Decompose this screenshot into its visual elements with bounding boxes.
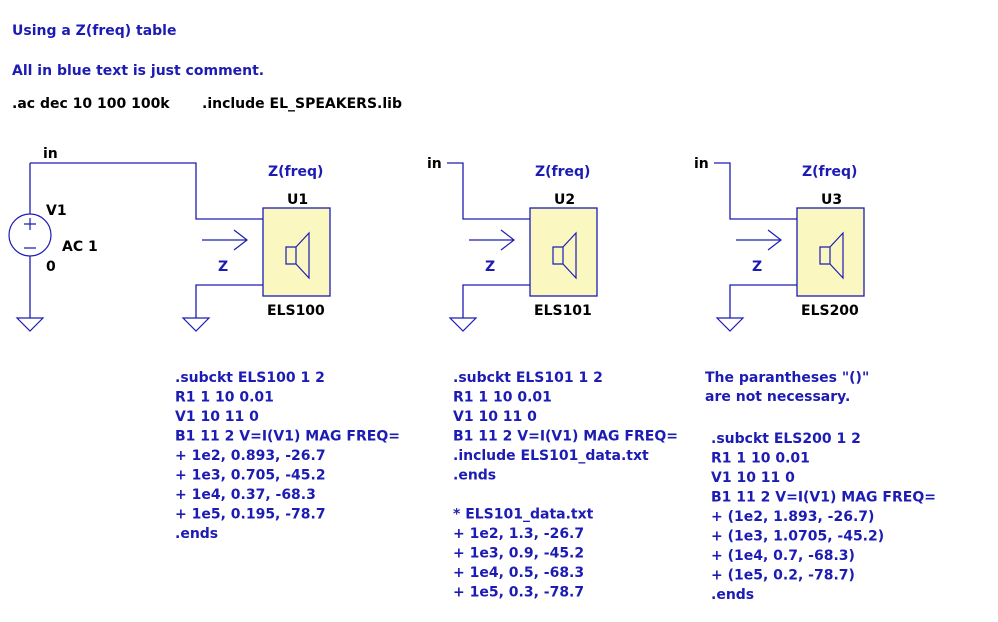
ground-icon — [715, 317, 745, 332]
netlist-line: + 1e2, 1.3, -26.7 — [453, 526, 584, 542]
plus-minus-icon — [24, 218, 36, 249]
netlist-line: R1 1 10 0.01 — [711, 451, 810, 467]
netlist-line: + 1e5, 0.3, -78.7 — [453, 585, 584, 601]
netlist-line: + 1e5, 0.195, -78.7 — [175, 507, 326, 523]
source-value: AC 1 — [62, 239, 98, 255]
netlist-line: V1 10 11 0 — [453, 409, 537, 425]
wire — [729, 284, 797, 318]
netlist-line: .ends — [175, 526, 218, 542]
netlist-line: R1 1 10 0.01 — [175, 390, 274, 406]
speaker-box[interactable] — [796, 207, 865, 297]
net-label-in: in — [694, 156, 709, 172]
netlist-line: R1 1 10 0.01 — [453, 390, 552, 406]
source-circle-icon — [8, 213, 52, 257]
component-label: Z(freq) — [268, 164, 323, 180]
component-label: Z(freq) — [535, 164, 590, 180]
netlist-line: V1 10 11 0 — [175, 409, 259, 425]
netlist-block-3[interactable]: .subckt ELS200 1 2 R1 1 10 0.01 V1 10 11 0… — [711, 431, 936, 603]
netlist-line: V1 10 11 0 — [711, 470, 795, 486]
netlist-block-2[interactable]: .subckt ELS101 1 2 R1 1 10 0.01 V1 10 11 0… — [453, 370, 678, 601]
component-ref: U2 — [554, 192, 575, 208]
netlist-line: + 1e2, 0.893, -26.7 — [175, 448, 326, 464]
netlist-line: .include ELS101_data.txt — [453, 448, 649, 464]
netlist-line: + (1e2, 1.893, -26.7) — [711, 509, 874, 525]
ground-icon — [181, 317, 211, 332]
netlist-line: B1 11 2 V=I(V1) MAG FREQ= — [175, 429, 400, 445]
paren-note-line1: The parantheses "()" — [705, 370, 869, 386]
arrow-label: Z — [485, 259, 495, 275]
wire — [714, 162, 797, 220]
netlist-line: + 1e4, 0.5, -68.3 — [453, 565, 584, 581]
component-label: Z(freq) — [802, 164, 857, 180]
netlist-line: + 1e3, 0.9, -45.2 — [453, 546, 584, 562]
component-model: ELS100 — [267, 303, 325, 319]
netlist-line: + (1e3, 1.0705, -45.2) — [711, 529, 884, 545]
arrow-label: Z — [218, 259, 228, 275]
component-ref: U1 — [287, 192, 308, 208]
component-ref: U3 — [821, 192, 842, 208]
voltage-source-v1[interactable]: in V1 AC 1 0 — [8, 146, 98, 332]
wire — [447, 162, 530, 220]
wire — [462, 284, 530, 318]
component-model: ELS101 — [534, 303, 592, 319]
netlist-line: .ends — [453, 468, 496, 484]
netlist-line: + (1e5, 0.2, -78.7) — [711, 568, 855, 584]
arrow-right-icon — [469, 229, 515, 251]
netlist-line: .subckt ELS200 1 2 — [711, 431, 861, 447]
netlist-line: .subckt ELS101 1 2 — [453, 370, 603, 386]
ground-icon — [448, 317, 478, 332]
wire — [195, 284, 263, 318]
netlist-line: B1 11 2 V=I(V1) MAG FREQ= — [711, 490, 936, 506]
speaker-icon — [285, 231, 310, 280]
ground-icon — [15, 317, 45, 332]
net-label-in: in — [427, 156, 442, 172]
netlist-line: .subckt ELS100 1 2 — [175, 370, 325, 386]
arrow-label: Z — [752, 259, 762, 275]
ac-directive[interactable]: .ac dec 10 100 100k — [12, 96, 170, 112]
paren-note-line2: are not necessary. — [705, 389, 850, 405]
arrow-right-icon — [202, 229, 248, 251]
net-label-in: in — [43, 146, 58, 162]
component-model: ELS200 — [801, 303, 859, 319]
netlist-block-1[interactable]: .subckt ELS100 1 2 R1 1 10 0.01 V1 10 11 0… — [175, 370, 400, 542]
include-directive[interactable]: .include EL_SPEAKERS.lib — [202, 96, 402, 112]
netlist-line: * ELS101_data.txt — [453, 507, 594, 523]
netlist-line: + 1e4, 0.37, -68.3 — [175, 487, 316, 503]
net-label-gnd: 0 — [46, 259, 56, 275]
note-comment: All in blue text is just comment. — [12, 63, 264, 79]
arrow-right-icon — [736, 229, 782, 251]
netlist-line: + 1e3, 0.705, -45.2 — [175, 468, 326, 484]
speaker-icon — [819, 231, 844, 280]
title-comment: Using a Z(freq) table — [12, 23, 176, 39]
wire — [30, 162, 263, 220]
source-name: V1 — [46, 203, 67, 219]
speaker-icon — [552, 231, 577, 280]
netlist-line: + (1e4, 0.7, -68.3) — [711, 548, 855, 564]
netlist-line: B1 11 2 V=I(V1) MAG FREQ= — [453, 429, 678, 445]
netlist-line: .ends — [711, 587, 754, 603]
